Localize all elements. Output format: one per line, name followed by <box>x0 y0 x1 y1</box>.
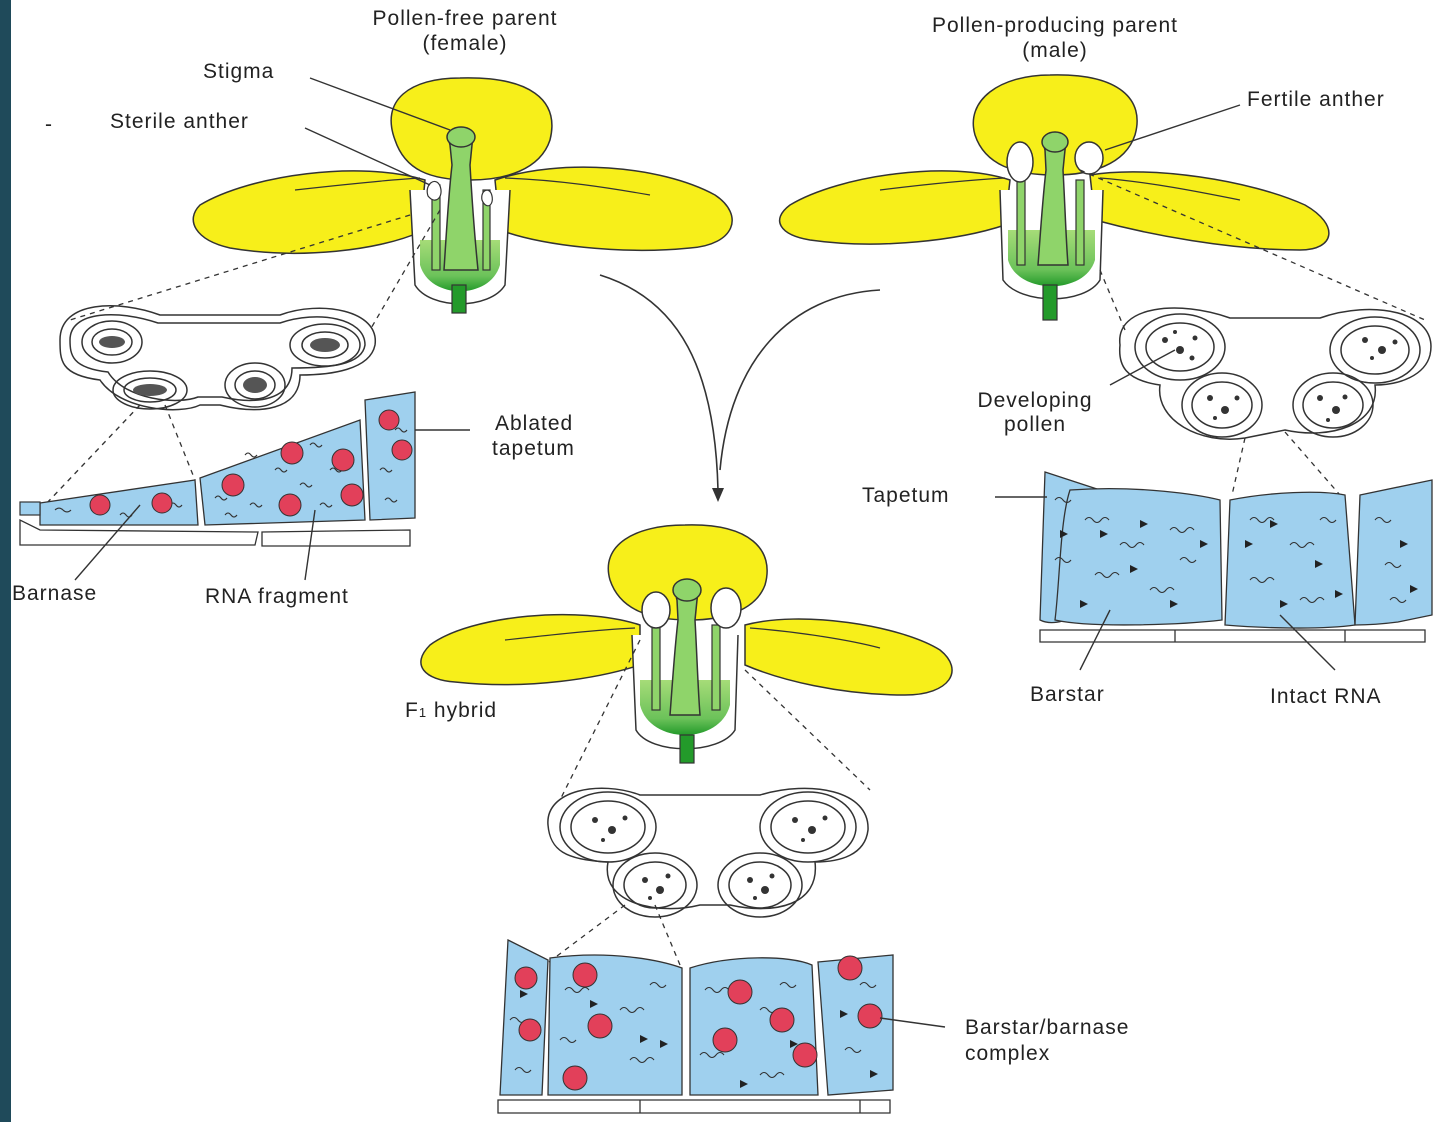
female-title-line-1: Pollen-free parent <box>330 7 600 31</box>
intact-tapetum-cell-3 <box>1225 492 1355 628</box>
developing-pollen-label-1: Developing <box>950 389 1120 413</box>
barstar-barnase-complex <box>770 1008 794 1032</box>
female-flower <box>193 78 732 313</box>
barnase-molecule <box>332 449 354 471</box>
barnase-label: Barnase <box>12 582 97 606</box>
intact-tapetum-cell-4 <box>1355 480 1432 625</box>
f1-stamen-filament-2 <box>712 625 720 710</box>
complex-label-1: Barstar/barnase <box>965 1016 1129 1040</box>
female-pedicel <box>452 285 466 313</box>
barstar-barnase-complex <box>858 1004 882 1028</box>
male-right-petal <box>1090 172 1329 250</box>
ablated-tapetum-corner <box>20 502 40 515</box>
f1-tapetum <box>498 940 893 1113</box>
f1-locule-4-inner <box>729 862 791 908</box>
f1-hybrid-prefix: F <box>405 699 419 722</box>
barstar-barnase-complex <box>728 980 752 1004</box>
intact-tapetum <box>1040 472 1432 642</box>
f1-tapetum-cell-3 <box>690 958 818 1095</box>
dash-mark: - <box>45 113 53 137</box>
female-stigma <box>447 127 475 147</box>
female-anther-section <box>60 306 375 410</box>
barstar-barnase-complex <box>588 1014 612 1038</box>
barstar-barnase-complex <box>793 1043 817 1067</box>
male-stigma <box>1042 132 1068 152</box>
barnase-molecule <box>281 442 303 464</box>
male-locule-4-inner <box>1303 382 1363 428</box>
barstar-barnase-complex <box>838 956 862 980</box>
female-degenerated-pollen <box>99 336 340 396</box>
ablated-tapetum <box>20 392 415 546</box>
f1-hybrid-flower <box>421 525 952 763</box>
f1-locule-1-inner <box>571 801 645 853</box>
male-title-line-2: (male) <box>880 39 1230 63</box>
f1-locule-2-inner <box>771 801 845 853</box>
f1-hybrid-subscript: 1 <box>419 705 427 720</box>
f1-locule-3-inner <box>624 862 686 908</box>
cross-arrow-right-arc <box>720 290 880 470</box>
f1-hybrid-suffix: hybrid <box>427 699 497 722</box>
barstar-barnase-complex <box>515 967 537 989</box>
barstar-barnase-complex <box>519 1019 541 1041</box>
female-title-line-2: (female) <box>330 32 600 56</box>
barstar-barnase-complex <box>573 963 597 987</box>
barnase-molecule <box>379 410 399 430</box>
f1-pedicel <box>680 735 694 763</box>
male-locule-3-inner <box>1192 382 1252 428</box>
ablated-tapetum-label-2: tapetum <box>492 437 575 461</box>
stigma-label: Stigma <box>203 60 274 84</box>
f1-locule-2 <box>760 792 856 862</box>
barnase-molecule <box>152 493 172 513</box>
f1-hybrid-label: F1 hybrid <box>405 699 497 723</box>
f1-fertile-anther-left <box>642 592 670 628</box>
f1-locule-1 <box>560 792 656 862</box>
barnase-molecule <box>279 494 301 516</box>
barnase-molecule <box>392 440 412 460</box>
male-title-line-1: Pollen-producing parent <box>880 14 1230 38</box>
male-fertile-anther-right <box>1075 142 1103 174</box>
cross-arrow-left-arc <box>600 275 718 490</box>
male-pedicel <box>1043 285 1057 320</box>
f1-stigma <box>673 579 701 601</box>
f1-anther-section <box>548 788 868 917</box>
f1-anther-outline <box>548 788 868 908</box>
male-left-petal <box>780 171 1010 244</box>
tapetum-label: Tapetum <box>862 484 950 508</box>
female-top-petal <box>391 78 552 180</box>
barstar-label: Barstar <box>1030 683 1105 707</box>
barstar-barnase-complex <box>563 1066 587 1090</box>
ablated-tapetum-cell-1 <box>40 480 198 525</box>
male-anther-section <box>1120 308 1431 439</box>
developing-pollen-label-2: pollen <box>950 413 1120 437</box>
f1-fertile-anther-right <box>711 588 741 628</box>
f1-pollen-grains <box>592 816 828 901</box>
f1-stamen-filament-1 <box>652 625 660 710</box>
f1-left-petal <box>421 615 640 685</box>
fertile-anther-label: Fertile anther <box>1247 88 1385 112</box>
male-stamen-filament-2 <box>1076 180 1084 265</box>
intact-rna-label: Intact RNA <box>1270 685 1382 709</box>
ablated-tapetum-base-2 <box>262 530 410 546</box>
barnase-molecule <box>90 495 110 515</box>
sterile-anther-label: Sterile anther <box>110 110 249 134</box>
f1-tapetum-base <box>498 1100 890 1113</box>
cross-arrow-head <box>712 488 724 502</box>
female-left-petal <box>193 171 425 253</box>
male-locule-2-inner <box>1341 326 1409 374</box>
rna-fragment-label: RNA fragment <box>205 585 349 609</box>
barnase-molecule <box>341 484 363 506</box>
male-locule-2 <box>1330 317 1420 383</box>
male-stamen-filament-1 <box>1017 180 1025 265</box>
ablated-tapetum-label-1: Ablated <box>495 412 573 436</box>
complex-label-2: complex <box>965 1042 1050 1066</box>
female-sterile-anther-2 <box>482 190 493 206</box>
male-fertile-anther-left <box>1007 142 1033 182</box>
barnase-molecule <box>222 474 244 496</box>
barstar-barnase-complex <box>713 1028 737 1052</box>
